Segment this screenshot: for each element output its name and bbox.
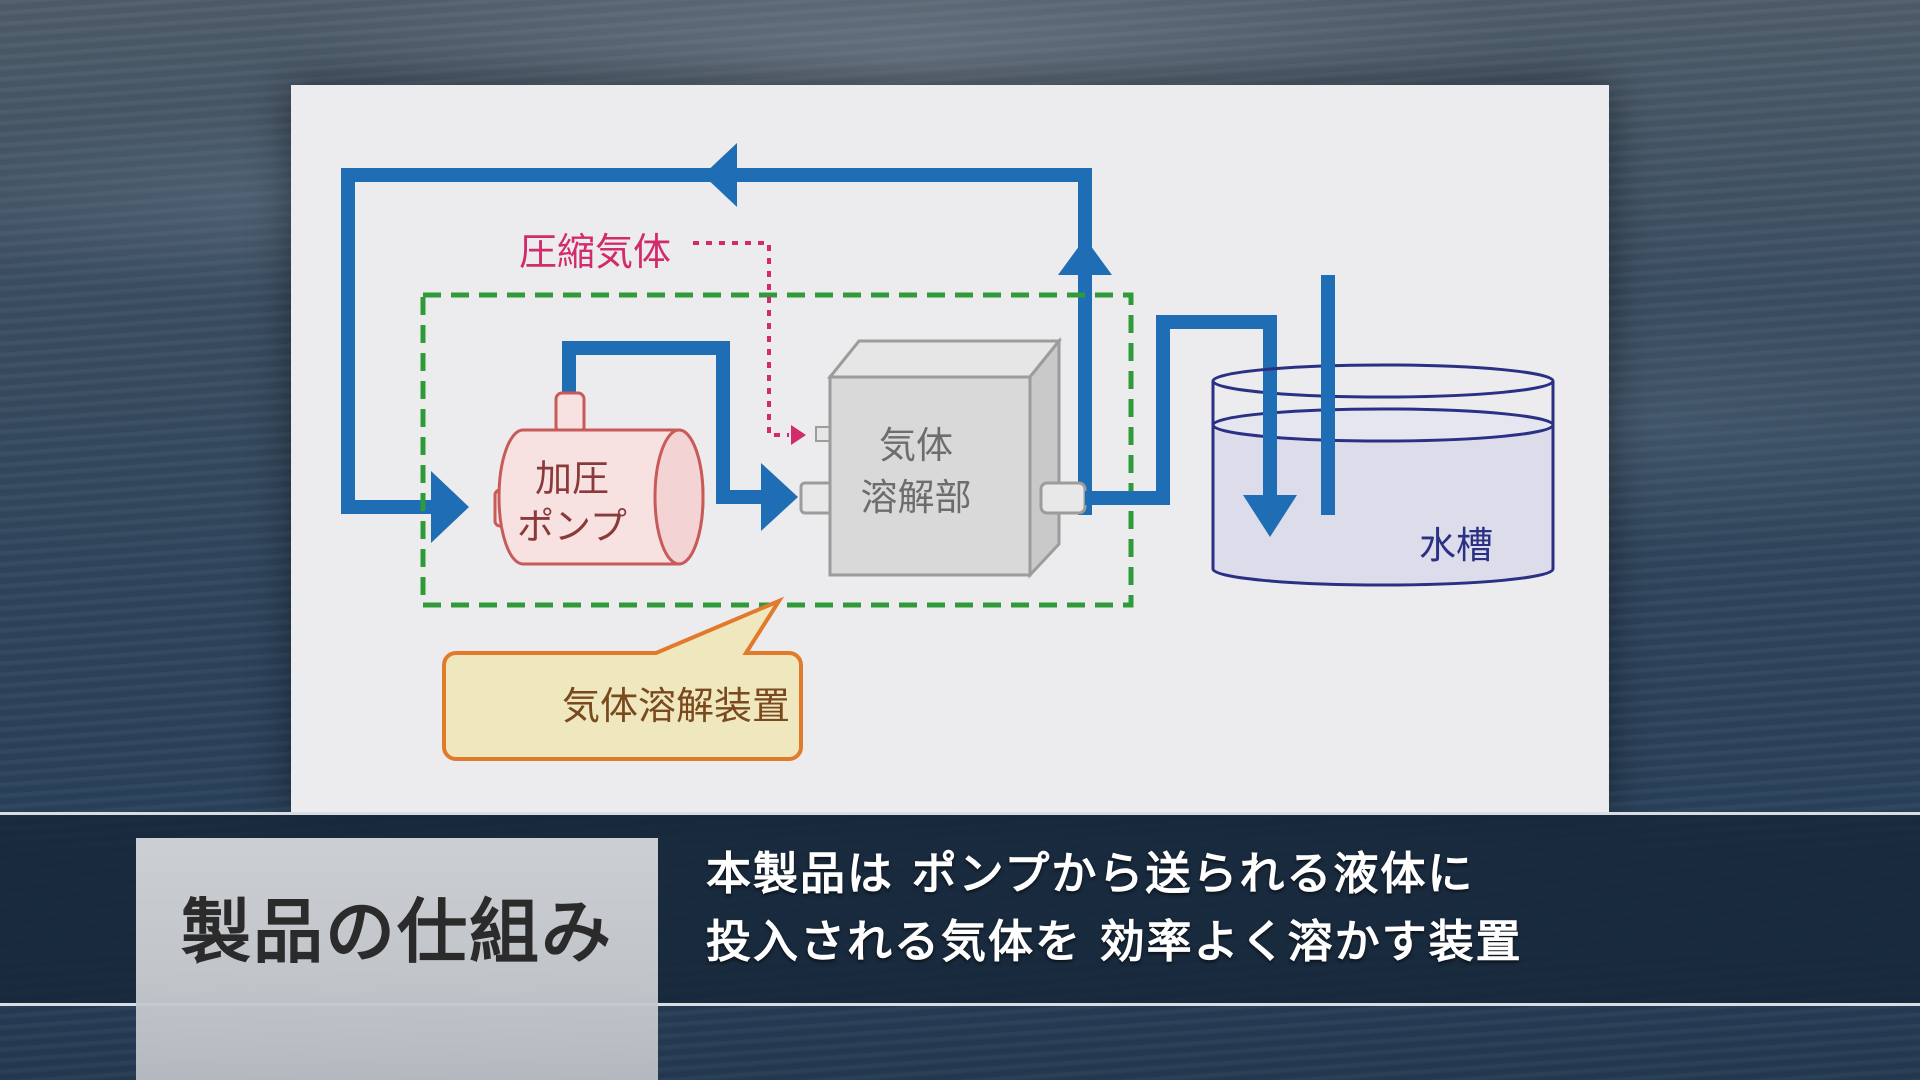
flow-arrow-left	[703, 143, 737, 207]
return-pipe	[341, 168, 1092, 515]
dissolver-label-line2: 溶解部	[860, 476, 972, 519]
tank-label: 水槽	[1419, 524, 1493, 567]
pump-label-line1: 加圧	[535, 457, 609, 500]
outlet-pipe	[1085, 315, 1277, 510]
dissolver-label: 気体 溶解部	[811, 420, 1021, 524]
caption-title-box	[136, 838, 658, 1080]
gas-dissolver-icon	[799, 336, 1087, 579]
pressure-pump-icon	[493, 391, 705, 566]
flow-arrow-down	[1243, 495, 1297, 537]
flow-diagram	[341, 143, 1555, 761]
pump-outlet-pipe	[562, 341, 768, 504]
diagram-panel: 圧縮気体 加圧 ポンプ 気体 溶解部 水槽 気体溶解装置	[291, 85, 1609, 813]
water-tank-icon	[1211, 363, 1555, 587]
caption-description: 本製品は ポンプから送られる液体に 投入される気体を 効率よく溶かす装置	[706, 840, 1886, 976]
device-label: 気体溶解装置	[561, 684, 790, 728]
device-callout	[442, 596, 803, 761]
flow-arrow-into-dissolver	[761, 463, 798, 531]
compressed-gas-label: 圧縮気体	[519, 230, 672, 274]
pump-label-line2: ポンプ	[517, 505, 627, 548]
flow-arrow-into-pump	[431, 471, 469, 543]
pump-label: 加圧 ポンプ	[487, 455, 657, 551]
dissolver-label-line1: 気体	[879, 424, 953, 467]
caption-line2: 投入される気体を 効率よく溶かす装置	[706, 915, 1523, 968]
gas-arrow-icon	[791, 425, 806, 445]
caption-line1: 本製品は ポンプから送られる液体に	[706, 847, 1475, 900]
flow-arrow-up	[1058, 238, 1112, 275]
gas-line	[693, 241, 789, 437]
caption-title: 製品の仕組み	[181, 891, 613, 973]
